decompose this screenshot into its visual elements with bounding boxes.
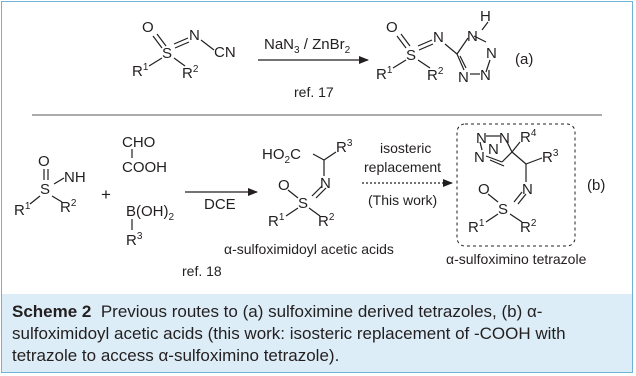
label-a: (a) <box>515 51 533 68</box>
group-R2: R2 <box>520 218 537 236</box>
label-b: (b) <box>587 177 605 194</box>
caption-label: Scheme 2 <box>12 302 92 321</box>
group-R2: R2 <box>427 66 444 84</box>
group-R1: R1 <box>132 62 149 80</box>
ring-N: N <box>488 141 499 158</box>
ring-N: N <box>467 28 478 45</box>
caption-text: Previous routes to (a) sulfoximine deriv… <box>12 302 566 365</box>
ring-N: N <box>476 130 487 147</box>
atom-H: H <box>480 8 491 25</box>
atom-S: S <box>40 181 50 198</box>
product-a <box>392 33 491 75</box>
atom-S: S <box>162 45 172 62</box>
plus-sign: + <box>101 185 111 204</box>
group-NH: NH <box>64 169 86 186</box>
group-R3: R3 <box>336 138 353 156</box>
group-R3: R3 <box>542 148 559 166</box>
ring-N: N <box>474 149 485 166</box>
ring-N: N <box>499 130 510 147</box>
arrow-label-isosteric: isosteric <box>380 140 431 156</box>
group-R1: R1 <box>14 201 31 219</box>
sulfoximine-b <box>29 169 65 205</box>
reaction-scheme: O S N CN R1 R2 NaN3 / ZnBr2 ref. 17 O S … <box>2 2 632 293</box>
group-R2: R2 <box>182 64 199 82</box>
highlight-box <box>456 123 576 247</box>
group-R1: R1 <box>268 212 285 230</box>
group-R1: R1 <box>468 218 485 236</box>
group-R4: R4 <box>520 128 537 146</box>
ring-N: N <box>458 69 469 86</box>
atom-N: N <box>433 29 444 46</box>
arrow-label-this-work: (This work) <box>368 192 437 208</box>
figure-caption: Scheme 2 Previous routes to (a) sulfoxim… <box>2 294 632 372</box>
atom-O: O <box>386 19 398 36</box>
atom-O: O <box>278 177 290 194</box>
atom-O: O <box>38 153 50 170</box>
atom-N: N <box>320 175 331 192</box>
reagent-a: NaN3 / ZnBr2 <box>264 36 351 56</box>
reactant-a <box>148 33 215 67</box>
atom-S: S <box>298 195 308 212</box>
acid-product <box>285 151 337 217</box>
group-R3: R3 <box>126 231 143 249</box>
group-COOH: COOH <box>122 159 167 176</box>
group-R2: R2 <box>318 212 335 230</box>
group-HO2C: HO2C <box>262 146 301 166</box>
atom-O: O <box>142 19 154 36</box>
group-CN: CN <box>214 44 236 61</box>
atom-N: N <box>522 181 533 198</box>
tetrazole-name: α-sulfoximino tetrazole <box>446 251 587 267</box>
atom-O: O <box>478 181 490 198</box>
reagent-dce: DCE <box>204 196 236 213</box>
acid-name: α-sulfoximidoyl acetic acids <box>224 241 394 257</box>
tetrazole-product <box>479 135 543 223</box>
atom-S: S <box>498 201 508 218</box>
ring-N: N <box>486 45 497 62</box>
ref-18: ref. 18 <box>182 263 222 279</box>
group-R2: R2 <box>60 198 77 216</box>
arrow-label-replacement: replacement <box>364 159 441 175</box>
ref-17: ref. 17 <box>294 84 334 100</box>
atom-N: N <box>189 27 200 44</box>
group-R1: R1 <box>376 65 393 83</box>
group-CHO: CHO <box>122 134 155 151</box>
group-BOH2: B(OH)2 <box>126 203 175 223</box>
atom-S: S <box>406 47 416 64</box>
ring-N: N <box>480 67 491 84</box>
